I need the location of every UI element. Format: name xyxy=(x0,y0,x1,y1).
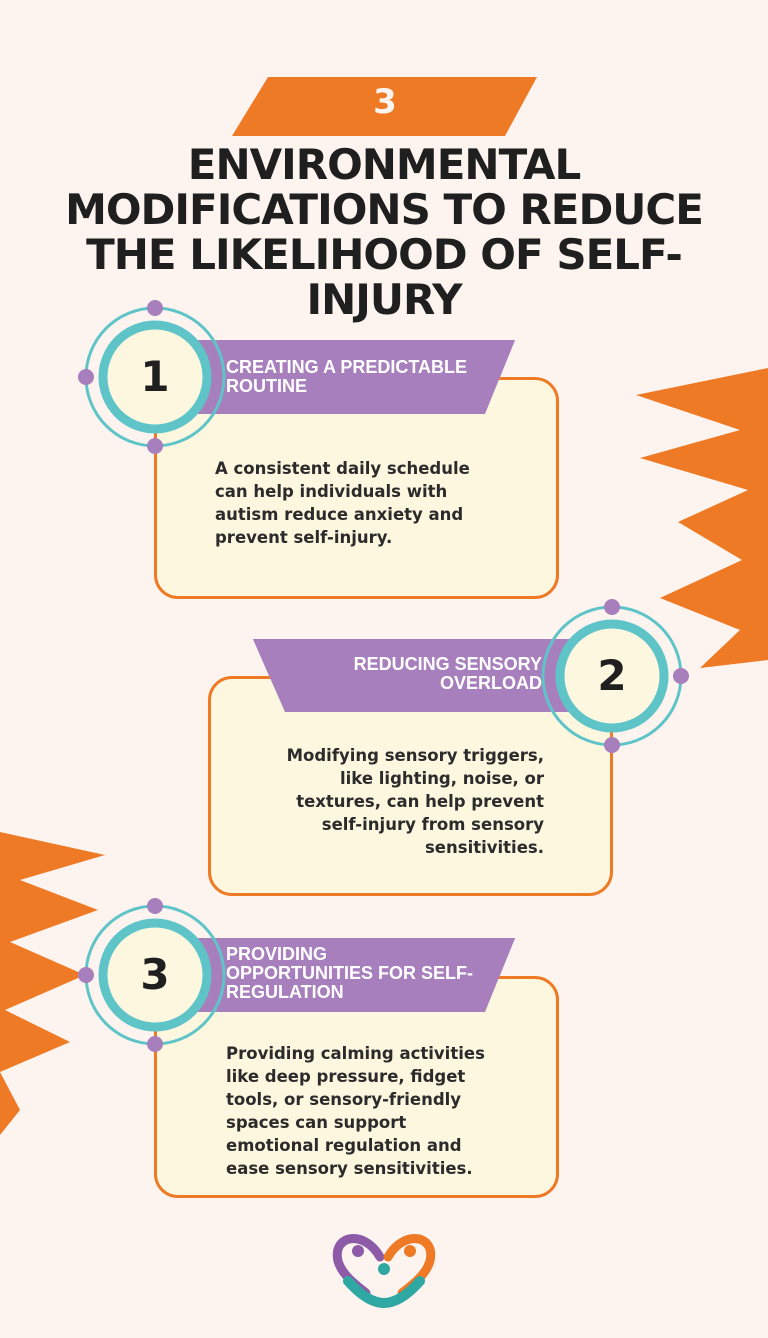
step-3-description: Providing calming activities like deep p… xyxy=(226,1044,485,1178)
step-3-title: PROVIDING OPPORTUNITIES FOR SELF-REGULAT… xyxy=(226,944,474,1002)
banner-number: 3 xyxy=(373,82,397,122)
step-3-number: 3 xyxy=(140,950,170,999)
orange-burst-right xyxy=(636,368,768,668)
orange-burst-left xyxy=(0,832,105,1135)
step-2-description: Modifying sensory triggers, like lightin… xyxy=(286,746,544,857)
step-2-number: 2 xyxy=(597,651,627,700)
step-1-number: 1 xyxy=(140,352,170,401)
number-banner xyxy=(232,77,537,136)
step-1-description: A consistent daily schedule can help ind… xyxy=(215,459,470,547)
step-2-title: REDUCING SENSORY OVERLOAD xyxy=(353,654,542,693)
page-title: ENVIRONMENTAL MODIFICATIONS TO REDUCE TH… xyxy=(65,140,704,324)
step-1-title: CREATING A PREDICTABLE ROUTINE xyxy=(226,357,467,396)
